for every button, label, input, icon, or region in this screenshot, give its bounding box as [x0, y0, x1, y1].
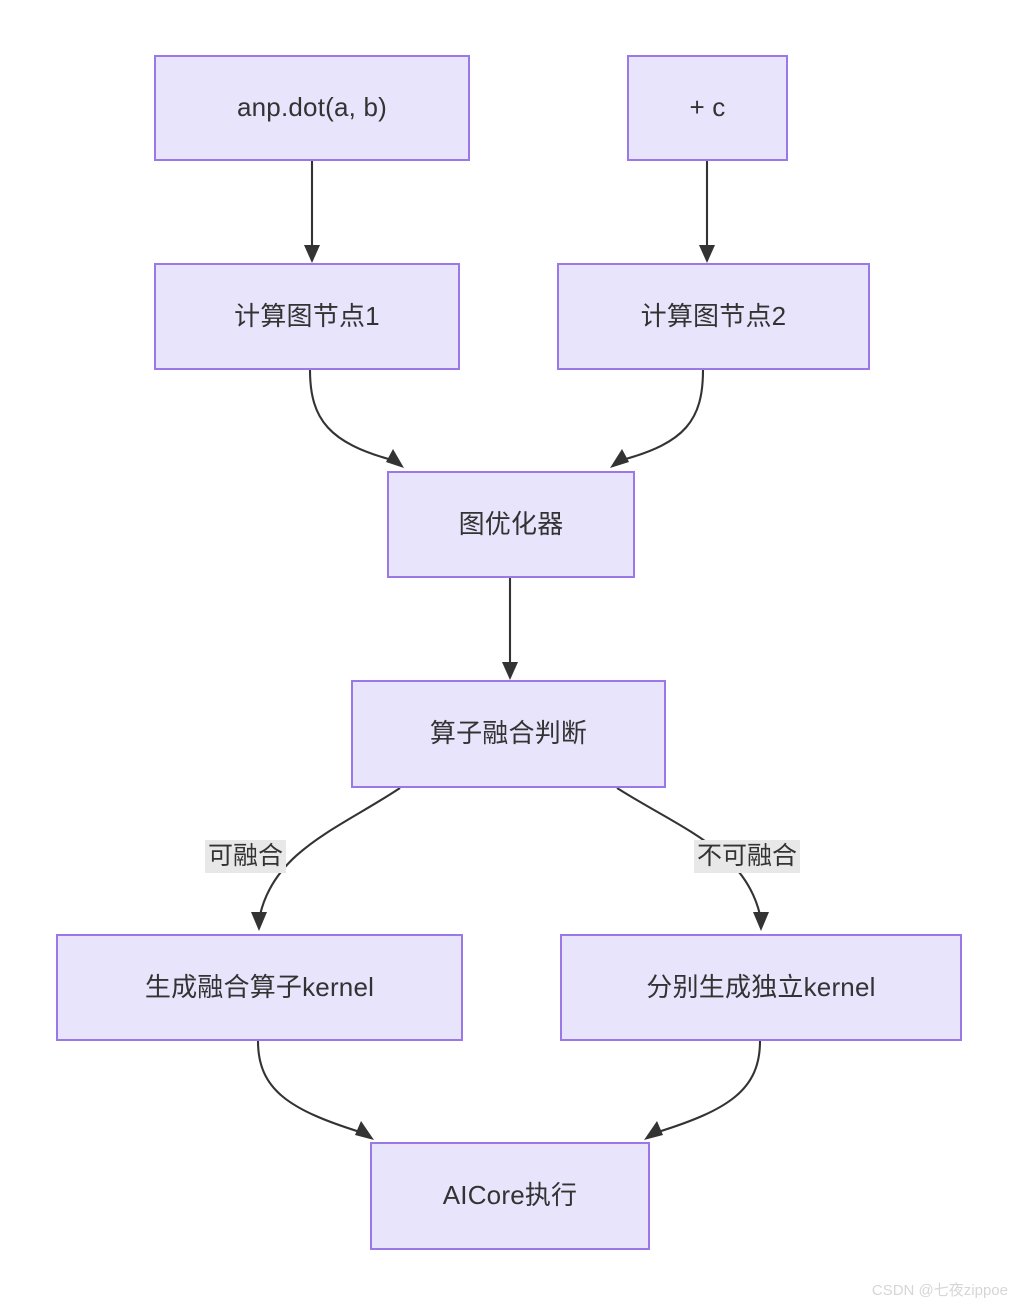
- node-graph-optimizer[interactable]: 图优化器: [387, 471, 635, 578]
- edge-label-fusable: 可融合: [205, 840, 287, 873]
- node-aicore-execute[interactable]: AICore执行: [370, 1142, 650, 1250]
- node-label-anp-dot: anp.dot(a, b): [236, 92, 388, 123]
- node-label-compute-graph-node1: 计算图节点1: [234, 300, 380, 331]
- node-label-plus-c: + c: [689, 92, 726, 123]
- node-label-operator-fusion-decision: 算子融合判断: [429, 718, 588, 749]
- edge-fusion-decision-to-fused-kernel: [251, 787, 401, 931]
- watermark: CSDN @七夜zippoe: [871, 1282, 1008, 1299]
- node-label-generate-separate-kernel: 分别生成独立kernel: [646, 971, 876, 1002]
- edge-node1-to-graph-optimizer: [308, 369, 404, 468]
- edge-anp-dot-to-node1: [304, 161, 320, 263]
- node-generate-fused-kernel[interactable]: 生成融合算子kernel: [56, 934, 463, 1041]
- node-compute-graph-node1[interactable]: 计算图节点1: [154, 263, 460, 370]
- edge-plus-c-to-node2: [699, 161, 715, 263]
- node-anp-dot[interactable]: anp.dot(a, b): [154, 55, 470, 161]
- node-operator-fusion-decision[interactable]: 算子融合判断: [351, 680, 666, 788]
- node-label-aicore-execute: AICore执行: [442, 1180, 578, 1211]
- node-label-graph-optimizer: 图优化器: [458, 508, 564, 539]
- edge-label-not-fusable: 不可融合: [694, 840, 801, 873]
- node-label-generate-fused-kernel: 生成融合算子kernel: [144, 971, 375, 1002]
- edge-fused-kernel-to-aicore: [256, 1040, 374, 1140]
- edge-node2-to-graph-optimizer: [610, 369, 705, 468]
- node-compute-graph-node2[interactable]: 计算图节点2: [557, 263, 870, 370]
- node-generate-separate-kernel[interactable]: 分别生成独立kernel: [560, 934, 962, 1041]
- node-plus-c[interactable]: + c: [627, 55, 788, 161]
- edge-graph-optimizer-to-fusion-decision: [502, 578, 518, 680]
- edge-separate-kernel-to-aicore: [644, 1040, 762, 1140]
- node-label-compute-graph-node2: 计算图节点2: [640, 300, 787, 331]
